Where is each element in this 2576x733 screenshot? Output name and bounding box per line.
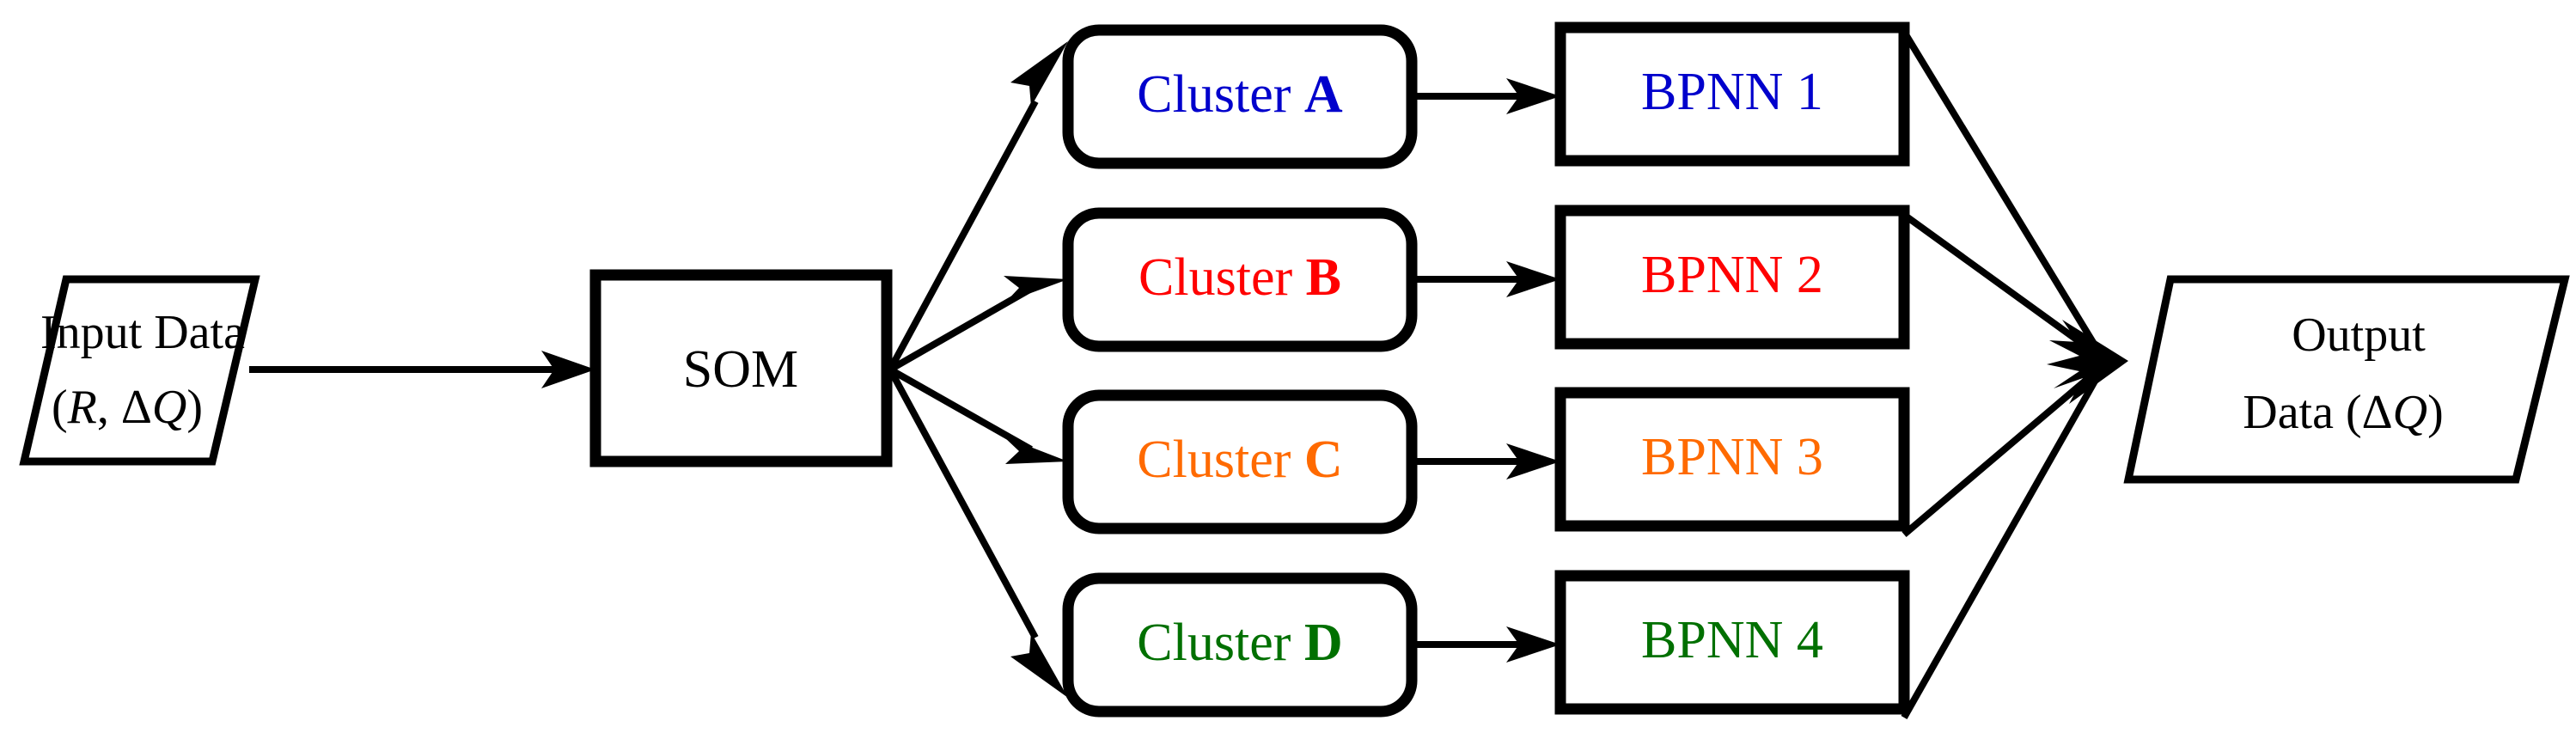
cluster-a-prefix: Cluster bbox=[1137, 65, 1304, 124]
input-data-node[interactable]: Input Data (R, ΔQ) bbox=[19, 275, 260, 466]
connector-som-to-cluster-b bbox=[888, 276, 1068, 373]
connector-cluster-b-to-bpnn-2 bbox=[1416, 261, 1560, 297]
bpnn-4-node[interactable]: BPNN 4 bbox=[1554, 570, 1910, 715]
bpnn-2-label: BPNN 2 bbox=[1641, 246, 1823, 304]
bpnn-1-label: BPNN 1 bbox=[1641, 63, 1823, 121]
cluster-a-label: Cluster A bbox=[1137, 65, 1343, 124]
cluster-d-prefix: Cluster bbox=[1137, 614, 1304, 672]
output-data-label-line2: Data (ΔQ) bbox=[2243, 386, 2443, 439]
input-var-q: Q bbox=[152, 381, 186, 434]
connector-cluster-a-to-bpnn-1 bbox=[1416, 78, 1560, 114]
input-paren-open: ( bbox=[52, 381, 68, 434]
input-var-r: R bbox=[67, 381, 97, 434]
connector-som-to-cluster-a bbox=[887, 41, 1068, 371]
connector-som-to-cluster-c bbox=[888, 366, 1068, 464]
input-comma: , bbox=[97, 381, 121, 434]
connector-bpnn-1-to-output bbox=[1901, 29, 2100, 351]
cluster-a-letter: A bbox=[1304, 65, 1343, 124]
output-suffix: ) bbox=[2427, 386, 2444, 439]
bpnn-1-node[interactable]: BPNN 1 bbox=[1554, 21, 1910, 167]
output-var-q: Q bbox=[2393, 386, 2427, 439]
output-prefix: Data ( bbox=[2243, 386, 2361, 439]
cluster-d-letter: D bbox=[1304, 614, 1343, 672]
bpnn-3-label: BPNN 3 bbox=[1641, 428, 1823, 486]
cluster-d-node[interactable]: Cluster D bbox=[1062, 572, 1418, 718]
cluster-a-node[interactable]: Cluster A bbox=[1062, 24, 1418, 169]
connector-bpnn-4-to-output bbox=[1901, 376, 2100, 719]
connector-cluster-c-to-bpnn-3 bbox=[1416, 443, 1560, 480]
cluster-b-label: Cluster B bbox=[1138, 248, 1341, 307]
connector-som-to-cluster-d bbox=[887, 368, 1068, 698]
connector-bpnn-2-to-output bbox=[1901, 211, 2099, 357]
input-delta: Δ bbox=[121, 381, 152, 434]
connector-bpnn-3-to-output bbox=[1901, 368, 2099, 538]
bpnn-2-node[interactable]: BPNN 2 bbox=[1554, 205, 1910, 350]
bpnn-3-node[interactable]: BPNN 3 bbox=[1554, 387, 1910, 532]
cluster-c-letter: C bbox=[1304, 431, 1343, 489]
bpnn-4-label: BPNN 4 bbox=[1641, 611, 1823, 669]
cluster-c-prefix: Cluster bbox=[1137, 431, 1304, 489]
cluster-b-letter: B bbox=[1306, 248, 1341, 307]
output-delta: Δ bbox=[2362, 386, 2393, 439]
connector-input-to-som bbox=[249, 351, 595, 388]
input-paren-close: ) bbox=[186, 381, 203, 434]
input-data-label-line1: Input Data bbox=[40, 306, 245, 359]
som-label: SOM bbox=[683, 340, 798, 399]
cluster-d-label: Cluster D bbox=[1137, 614, 1342, 672]
cluster-c-node[interactable]: Cluster C bbox=[1062, 389, 1418, 534]
connector-cluster-d-to-bpnn-4 bbox=[1416, 626, 1560, 663]
output-data-node[interactable]: Output Data (ΔQ) bbox=[2123, 275, 2570, 484]
cluster-c-label: Cluster C bbox=[1137, 431, 1342, 489]
cluster-b-node[interactable]: Cluster B bbox=[1062, 207, 1418, 352]
som-node[interactable]: SOM bbox=[589, 269, 893, 467]
arrowhead-output-converge bbox=[2047, 320, 2128, 404]
cluster-b-prefix: Cluster bbox=[1138, 248, 1306, 307]
input-data-label-line2: (R, ΔQ) bbox=[52, 381, 203, 434]
output-data-label-line1: Output bbox=[2292, 308, 2426, 362]
